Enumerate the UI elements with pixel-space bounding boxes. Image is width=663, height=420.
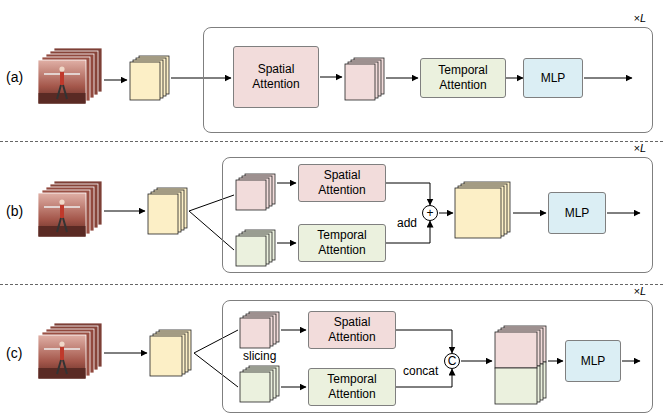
feature-stack (240, 372, 270, 402)
feature-stack (148, 194, 178, 234)
attention-box: Spatial Attention (308, 311, 396, 349)
flow-arrow (104, 353, 147, 354)
video-frames (59, 66, 64, 71)
feature-stack (236, 230, 275, 266)
repeat-block: ×LSpatial AttentionTemporal AttentionCco… (222, 300, 653, 413)
flow-arrow (622, 361, 640, 362)
repeat-block: ×LSpatial AttentionTemporal AttentionMLP (203, 27, 653, 133)
attention-box: Spatial Attention (233, 46, 319, 108)
separator-line (0, 142, 663, 285)
feature-stack (130, 56, 546, 404)
feature-stack (345, 64, 375, 100)
attention-box: Temporal Attention (308, 368, 396, 406)
feature-stack (236, 180, 266, 210)
feature-stack (236, 236, 266, 266)
panel-label: (c) (6, 345, 22, 362)
feature-stack (455, 182, 510, 238)
flow-arrow (104, 211, 145, 212)
flow-arrow (461, 361, 492, 362)
flow-arrow (189, 195, 234, 211)
video-frames (57, 85, 61, 99)
concat-operator: Cconcat (444, 353, 460, 369)
connector-arrow (396, 330, 452, 353)
box-label: MLP (581, 354, 606, 369)
box-label: MLP (565, 206, 590, 221)
feature-stack (130, 56, 169, 100)
box-label: Spatial Attention (303, 168, 381, 198)
feature-stack (150, 336, 182, 376)
box-label: Spatial Attention (313, 315, 391, 345)
operator-label: concat (403, 364, 438, 378)
box-label: Spatial Attention (238, 62, 314, 92)
feature-stack (345, 58, 384, 100)
feature-stack (495, 332, 537, 368)
repeat-count: ×L (633, 285, 646, 298)
flow-arrow (171, 78, 231, 79)
flow-arrow (386, 78, 418, 79)
flow-arrow (189, 211, 234, 250)
flow-arrow (194, 353, 238, 387)
flow-arrow (548, 361, 563, 362)
flow-arrow (194, 330, 238, 353)
video-frames (39, 93, 86, 104)
panel-label: (b) (6, 203, 23, 220)
attention-box: Temporal Attention (298, 224, 386, 262)
box-label: MLP (541, 71, 566, 86)
flow-arrow (104, 80, 127, 81)
flow-arrow (513, 213, 546, 214)
feature-stack (236, 174, 275, 210)
feature-stack (495, 326, 546, 404)
repeat-count: ×L (633, 12, 646, 25)
flow-arrow (584, 78, 632, 79)
feature-stack (240, 366, 279, 402)
mlp-box: MLP (565, 340, 621, 382)
feature-stack (240, 318, 270, 348)
video-frames (38, 323, 102, 379)
separator-line (0, 141, 663, 142)
operator-symbol: + (426, 207, 433, 219)
attention-box: Temporal Attention (420, 58, 506, 98)
repeat-block: ×LSpatial AttentionTemporal Attention+ad… (222, 157, 653, 273)
mlp-box: MLP (548, 192, 606, 234)
flow-arrow (104, 77, 640, 387)
video-frames (60, 72, 64, 85)
operation-label: slicing (243, 349, 276, 363)
feature-stack (130, 62, 160, 100)
feature-stack (495, 368, 537, 404)
repeat-count: ×L (633, 142, 646, 155)
connector-arrow (386, 183, 430, 205)
flow-arrow (281, 330, 306, 331)
box-label: Temporal Attention (313, 372, 391, 402)
flow-arrow (607, 213, 640, 214)
flow-arrow (277, 183, 296, 184)
flow-arrow (281, 387, 306, 388)
video-frames (38, 181, 102, 237)
box-label: Temporal Attention (425, 63, 501, 93)
separator-line (0, 284, 663, 285)
flow-arrow (320, 77, 342, 78)
flow-arrow (277, 243, 296, 244)
feature-stack (240, 312, 279, 348)
add-operator: +add (422, 205, 438, 221)
mlp-box: MLP (523, 58, 583, 98)
feature-stack (148, 188, 187, 234)
panel-label: (a) (6, 69, 23, 86)
feature-stack (150, 330, 191, 376)
operator-label: add (397, 216, 417, 230)
box-label: Temporal Attention (303, 228, 381, 258)
flow-arrow (439, 213, 453, 214)
connector-arrow (506, 78, 523, 79)
video-frames (38, 60, 86, 104)
attention-box: Spatial Attention (298, 164, 386, 202)
operator-symbol: C (448, 355, 457, 367)
video-frames (38, 48, 102, 104)
video-frames (63, 85, 67, 99)
feature-stack (455, 188, 501, 238)
